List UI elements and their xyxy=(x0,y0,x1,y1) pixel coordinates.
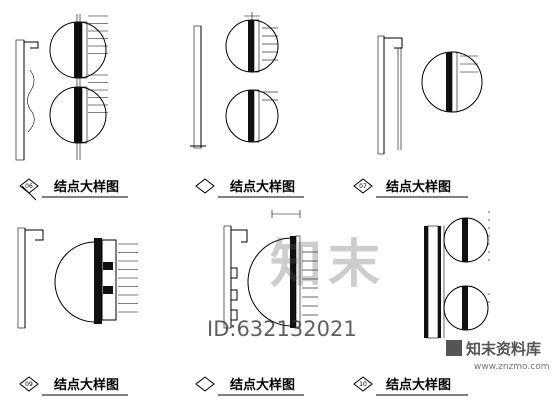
brand-logo-icon xyxy=(446,340,462,356)
detail-1-drawing xyxy=(15,14,107,161)
detail-1-title-block: 06 结点大样图 xyxy=(19,178,128,201)
detail-5-title-block: 结点大样图 xyxy=(195,376,304,396)
detail-6-drawing xyxy=(424,217,489,339)
detail-number: 09 xyxy=(25,381,33,388)
brand-name: 知末资料库 xyxy=(466,340,541,358)
detail-4-callouts xyxy=(118,243,138,313)
detail-5-callouts xyxy=(302,251,318,316)
detail-title: 结点大样图 xyxy=(230,377,295,393)
detail-2-drawing xyxy=(190,12,279,149)
detail-2-callouts xyxy=(262,27,278,101)
detail-6-callouts xyxy=(488,211,490,303)
detail-title: 结点大样图 xyxy=(54,377,119,393)
detail-3-callouts xyxy=(460,55,478,73)
detail-number: 07 xyxy=(359,183,367,190)
detail-5-drawing xyxy=(223,210,301,329)
detail-3-title-block: 07 结点大样图 xyxy=(353,178,468,198)
watermark-logo-text: 知末 xyxy=(270,235,386,295)
detail-number: 06 xyxy=(25,183,33,190)
detail-6-title-block: 10 结点大样图 xyxy=(353,376,468,396)
detail-4-title-block: 09 结点大样图 xyxy=(19,376,128,396)
detail-title: 结点大样图 xyxy=(386,377,451,393)
detail-title: 结点大样图 xyxy=(54,179,119,195)
detail-3-drawing xyxy=(377,35,483,155)
detail-title: 结点大样图 xyxy=(386,179,451,195)
detail-1-callouts xyxy=(88,15,108,113)
brand-url: www.znzmo.com xyxy=(474,362,549,372)
detail-2-title-block: 结点大样图 xyxy=(195,178,304,198)
watermark-id: ID:632132021 xyxy=(207,317,357,341)
detail-number: 10 xyxy=(359,381,367,388)
detail-4-drawing xyxy=(17,227,117,329)
detail-title: 结点大样图 xyxy=(230,179,295,195)
